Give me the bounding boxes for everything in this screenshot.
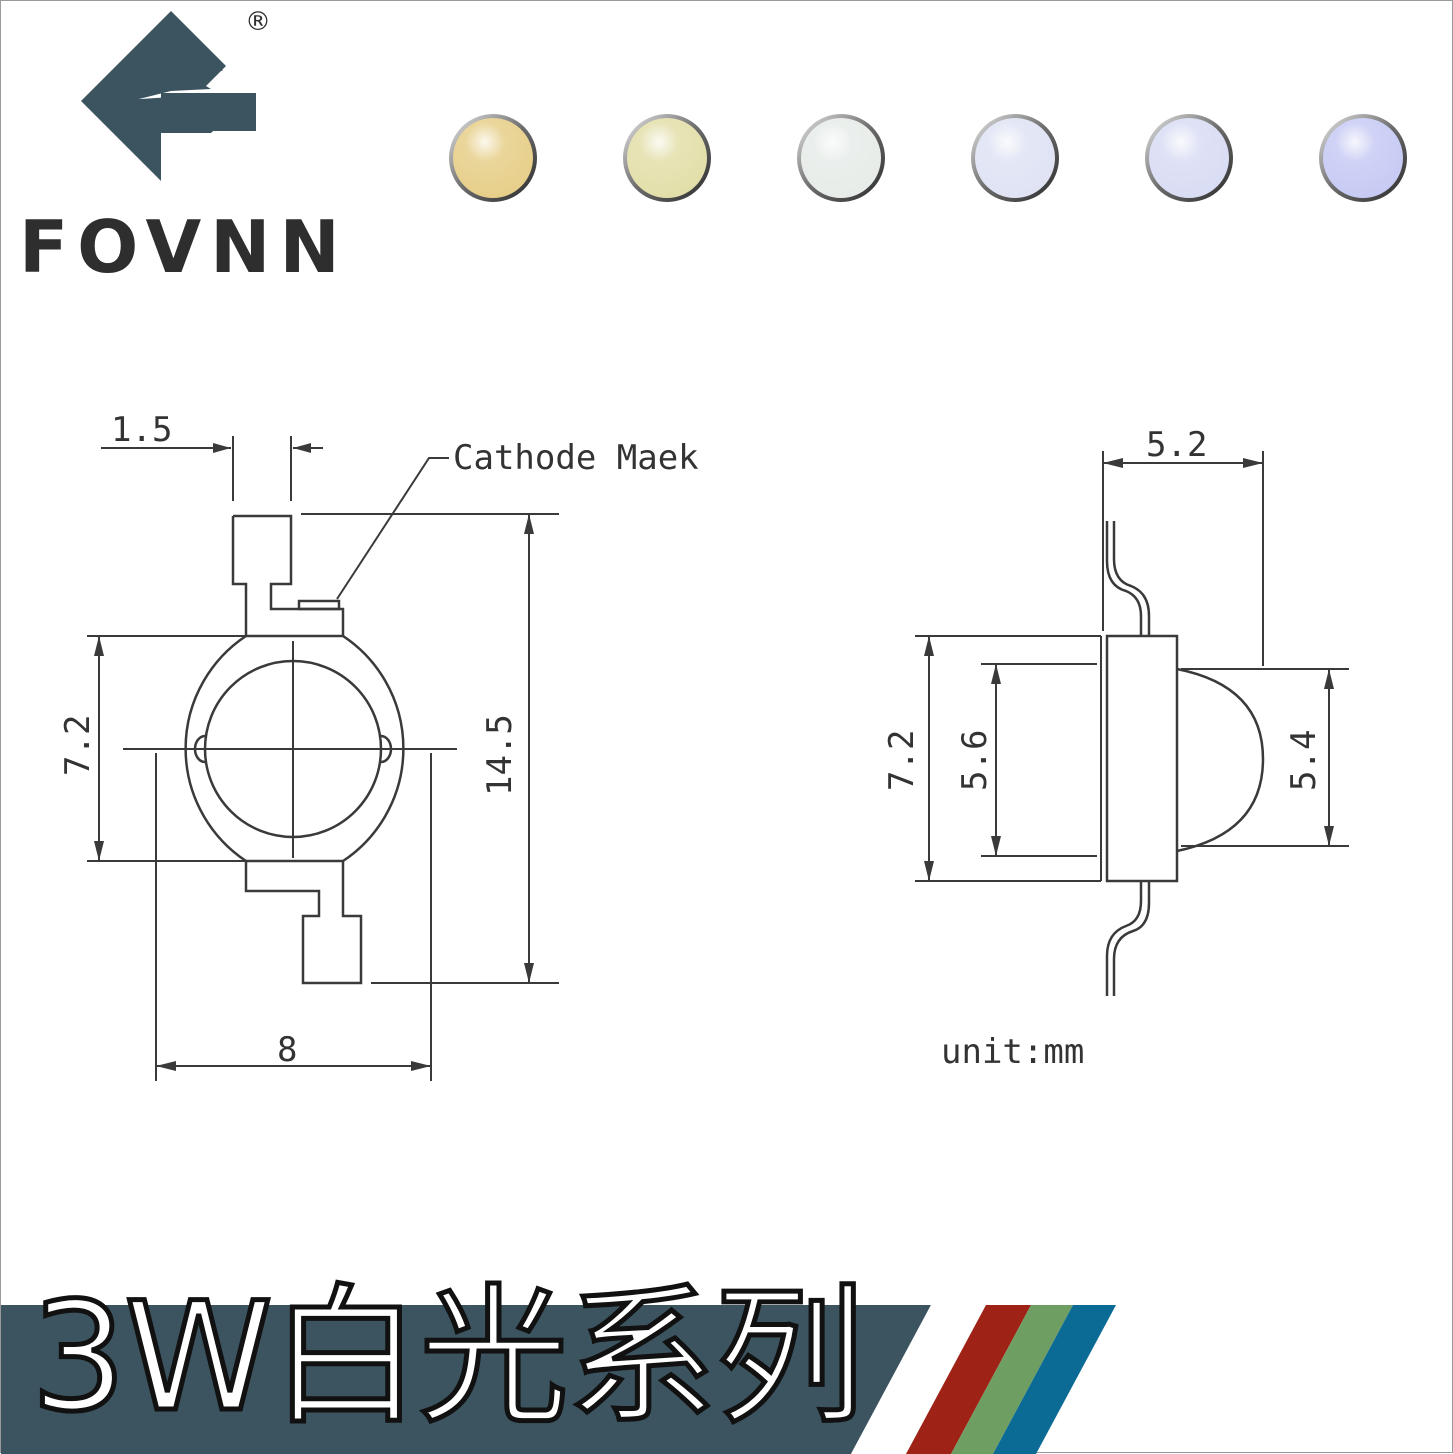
led-swatch-cool-white-2 xyxy=(1145,114,1233,202)
led-swatch-warm-yellow xyxy=(449,114,537,202)
led-swatch-neutral-white xyxy=(797,114,885,202)
cathode-mark-label: Cathode Maek xyxy=(453,438,699,478)
dim-depth: 5.2 xyxy=(1146,425,1207,465)
dim-lens-base: 5.6 xyxy=(955,730,995,791)
registered-mark: ® xyxy=(245,7,271,37)
brand-name: FOVNN xyxy=(19,205,349,289)
dim-total-length: 14.5 xyxy=(480,714,520,796)
dim-body-width: 8 xyxy=(277,1030,297,1070)
led-swatch-cool-white xyxy=(971,114,1059,202)
dim-side-body-height: 7.2 xyxy=(882,730,922,791)
bottom-banner xyxy=(1,1305,1116,1454)
dim-front-body-height: 7.2 xyxy=(58,715,98,776)
led-swatch-warm-white xyxy=(623,114,711,202)
dim-lead-width: 1.5 xyxy=(111,410,172,450)
unit-label: unit:mm xyxy=(941,1032,1084,1072)
fovnn-logo-icon xyxy=(81,11,256,181)
led-swatch-blue-white xyxy=(1319,114,1407,202)
dim-lens-height: 5.4 xyxy=(1284,730,1324,791)
led-swatch-row xyxy=(449,114,1407,202)
series-title: 3W白光系列 xyxy=(29,1271,868,1445)
